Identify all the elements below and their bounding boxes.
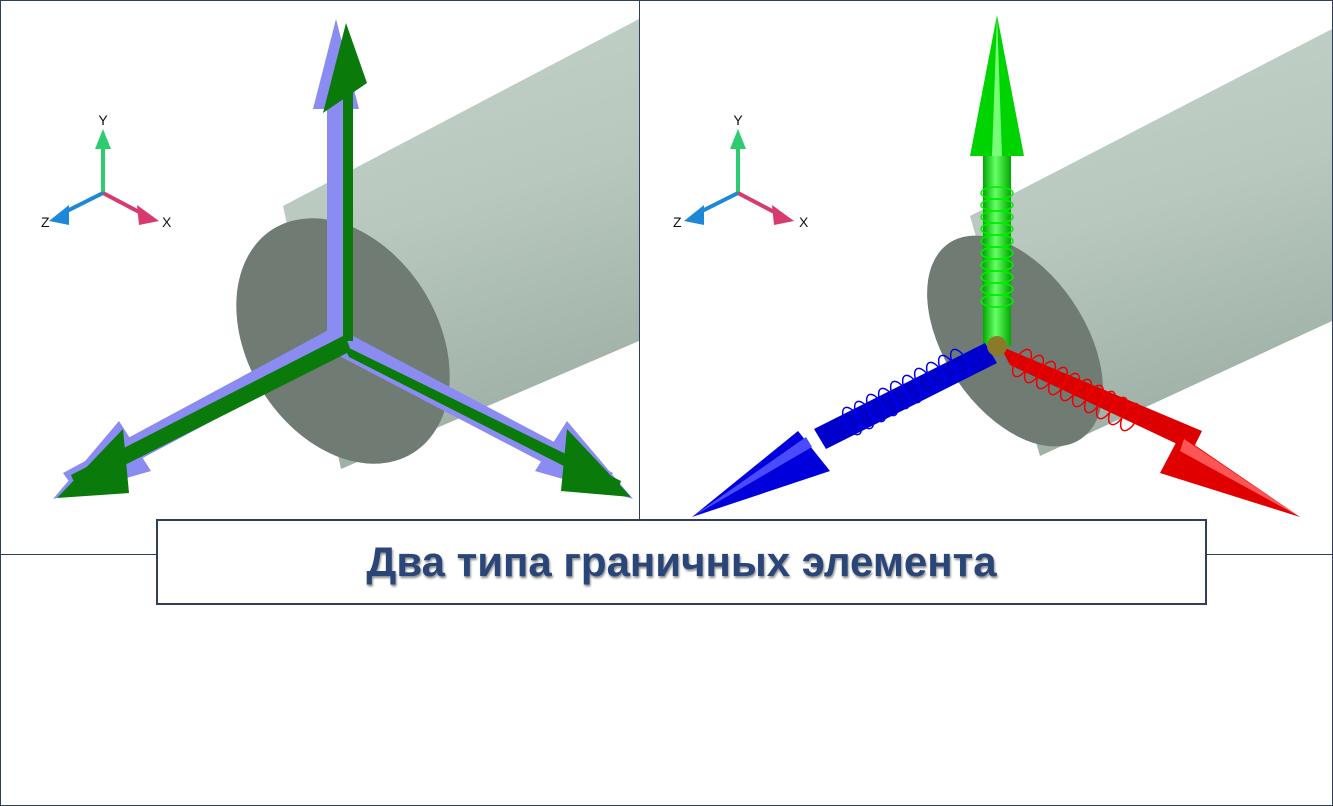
triad-label-y: Y [98, 112, 108, 128]
z-arrow [692, 343, 997, 517]
caption-box: Два типа граничных элемента [156, 519, 1207, 605]
triad-label-y: Y [733, 112, 743, 128]
triad-label-x: X [162, 214, 172, 230]
z-spring [841, 348, 971, 436]
coordinate-triad-icon: Y X Z [673, 112, 809, 230]
triad-label-x: X [799, 214, 809, 230]
triad-label-z: Z [673, 214, 682, 230]
right-diagram-panel: Y X Z [640, 1, 1332, 555]
origin-node [987, 336, 1007, 356]
y-spring [980, 186, 1014, 308]
left-diagram-panel: Y X Z [1, 1, 640, 555]
coordinate-triad-icon: Y X Z [41, 112, 172, 230]
inner-arrow-triad [57, 23, 631, 498]
triad-label-z: Z [41, 214, 50, 230]
left-diagram: Y X Z [41, 19, 639, 499]
caption-title: Два типа граничных элемента [366, 538, 997, 585]
cylinder-end-face [927, 235, 1103, 447]
right-diagram: Y X Z [673, 15, 1332, 517]
x-spring [1011, 348, 1141, 432]
